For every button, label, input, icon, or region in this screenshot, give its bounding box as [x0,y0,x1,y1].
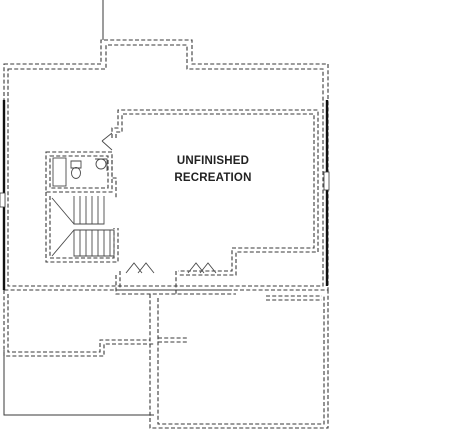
bath-wall-outer [45,151,113,193]
closets [115,262,236,295]
stair-treads-upper [73,196,105,225]
sink-counter [95,158,108,171]
closet-door-left [125,262,155,274]
stair-treads-lower [73,229,115,257]
toilet-tank [70,160,82,169]
bath-door-swing [101,132,113,151]
outer-solid-lines [3,0,154,416]
bath-wall-inner [49,155,109,189]
room-label-line1: UNFINISHED [177,155,249,167]
outer-wall [3,39,329,291]
stair-winder-lines [51,197,75,257]
lower-left-room [3,290,154,357]
shower-stall [52,157,67,187]
lower-right-wall-stub [266,295,322,301]
lower-left-wall-a [3,290,154,357]
outer-wall-outer-line [3,39,329,291]
stair-wall-outer [45,192,119,263]
sink-basin [95,158,107,170]
recreation-wall-line-b [115,113,315,272]
lower-outline-line [3,350,154,416]
stair [45,192,119,263]
room-label-line2: RECREATION [174,172,251,184]
bathroom [45,132,113,193]
left-window-mark [0,192,6,208]
side-walls [0,100,330,290]
closet-door-right [187,262,217,274]
lower-left-wall-b [7,294,150,353]
outer-wall-inner-line [7,44,324,287]
closet-bottom-wall-a [115,275,236,295]
lower-right-inner-stub [158,337,188,343]
recreation-left-wall-line [111,160,117,198]
closet-bottom-wall-b [119,271,232,291]
lower-right-wall-outer [149,290,329,429]
recreation-wall-line-a [111,109,319,276]
recreation-label: UNFINISHED RECREATION [174,155,251,184]
toilet-bowl [71,167,81,179]
lower-right-room [149,290,329,429]
stair-wall-inner [49,196,115,259]
lower-right-wall-inner [157,296,325,425]
right-window-mark [323,171,330,191]
recreation-boundary [111,109,319,276]
